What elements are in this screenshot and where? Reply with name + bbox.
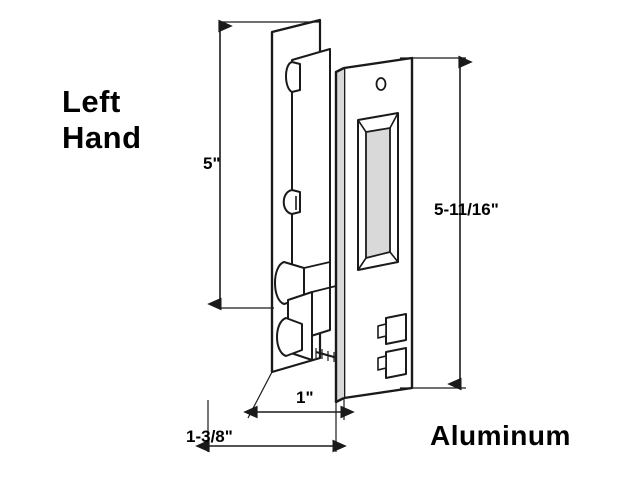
keeper-tab-upper (385, 313, 407, 345)
thumb-turn-group (274, 261, 353, 364)
pull-pocket-inner (365, 127, 391, 259)
thumb-turn-lower-lobe (276, 317, 303, 357)
dimension-arrows (195, 19, 473, 453)
pull-pocket-bevels (357, 112, 399, 271)
top-screw-hole (375, 77, 387, 91)
keeper-nub-lower (377, 355, 387, 371)
upper-tab (285, 61, 301, 93)
dimension-label-width-overall: 1-3/8" (186, 427, 233, 446)
thumb-turn-link-mid (311, 285, 337, 293)
dimension-label-width-inner: 1" (296, 388, 314, 407)
latch-hook (282, 189, 301, 215)
face-plate-group (334, 56, 414, 404)
hand-label: Left Hand (62, 84, 142, 155)
screw-threads (315, 348, 341, 364)
keeper-tab-lower (385, 347, 407, 379)
thumb-turn-link-top (303, 261, 331, 269)
dimension-label-height-handle: 5-11/16" (434, 200, 499, 219)
keeper-nub-upper (377, 323, 387, 339)
ext-left-1in (247, 371, 273, 419)
face-plate-side (334, 66, 345, 404)
dimension-label-height-overall: 5" (203, 154, 221, 173)
material-label: Aluminum (430, 420, 571, 451)
